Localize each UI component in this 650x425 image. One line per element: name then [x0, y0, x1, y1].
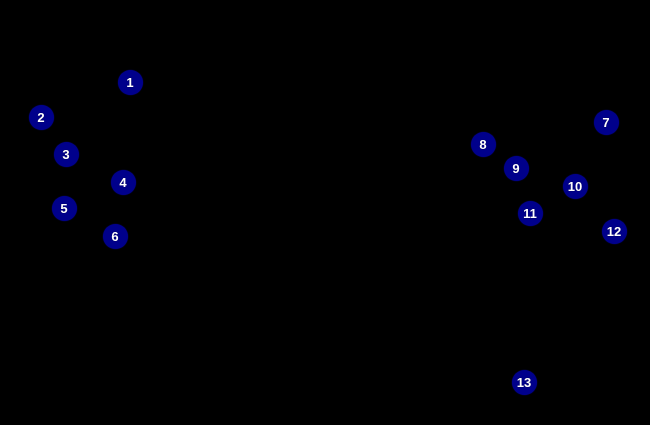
marker-6[interactable]: 6 [102, 223, 128, 249]
marker-13[interactable]: 13 [511, 369, 537, 395]
marker-9[interactable]: 9 [503, 155, 529, 181]
marker-8[interactable]: 8 [470, 131, 496, 157]
marker-5[interactable]: 5 [51, 195, 77, 221]
marker-4[interactable]: 4 [110, 169, 136, 195]
marker-11[interactable]: 11 [517, 200, 543, 226]
marker-3[interactable]: 3 [53, 141, 79, 167]
marker-2[interactable]: 2 [28, 104, 54, 130]
marker-10[interactable]: 10 [562, 173, 588, 199]
marker-12[interactable]: 12 [601, 218, 627, 244]
marker-1[interactable]: 1 [117, 69, 143, 95]
marker-7[interactable]: 7 [593, 109, 619, 135]
